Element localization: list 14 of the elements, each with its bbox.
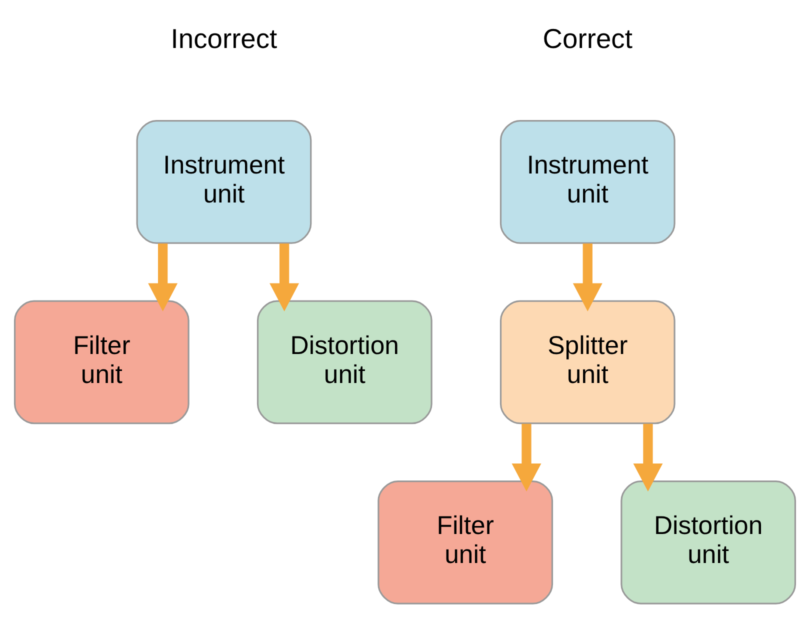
node-box: Distortion unit [256, 300, 432, 424]
node-box: Splitter unit [500, 300, 676, 424]
node-box: Filter unit [14, 300, 190, 424]
node-box: Instrument unit [136, 120, 312, 244]
arrow [512, 424, 542, 492]
arrow [572, 243, 602, 312]
node-box: Distortion unit [620, 480, 796, 604]
arrow [270, 243, 300, 312]
label: Incorrect [170, 22, 278, 54]
node-box: Instrument unit [500, 120, 676, 244]
label: Correct [542, 22, 632, 54]
arrow [148, 243, 178, 312]
arrow [633, 424, 663, 492]
node-box: Filter unit [378, 480, 554, 604]
